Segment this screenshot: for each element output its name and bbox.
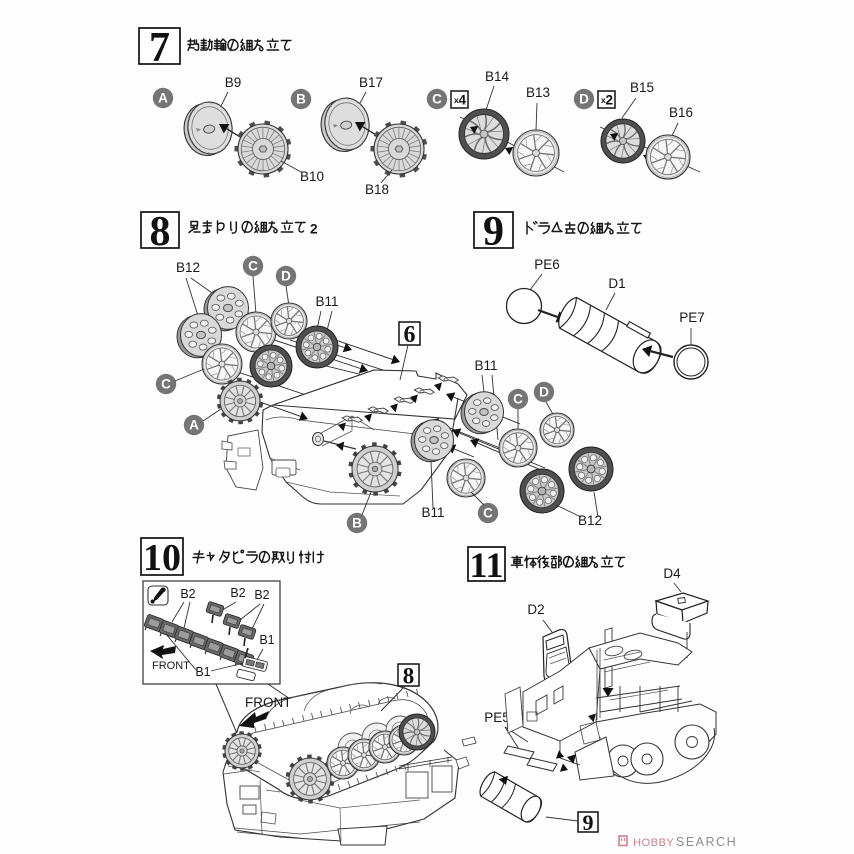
svg-text:HOBBY: HOBBY xyxy=(633,837,674,849)
svg-text:A: A xyxy=(189,418,199,433)
svg-text:B17: B17 xyxy=(359,75,383,90)
svg-text:B14: B14 xyxy=(485,69,510,84)
svg-text:B2: B2 xyxy=(180,587,195,601)
svg-text:D1: D1 xyxy=(608,276,625,291)
svg-text:FRONT: FRONT xyxy=(245,695,292,710)
svg-text:D: D xyxy=(579,92,589,107)
svg-text:B: B xyxy=(296,92,306,107)
svg-text:C: C xyxy=(432,92,442,107)
svg-text:B15: B15 xyxy=(630,80,654,95)
svg-text:B18: B18 xyxy=(365,182,389,197)
svg-text:2: 2 xyxy=(310,221,318,236)
svg-text:4: 4 xyxy=(459,93,467,108)
svg-text:D4: D4 xyxy=(663,566,681,581)
svg-text:B12: B12 xyxy=(578,513,602,528)
svg-text:B1: B1 xyxy=(259,633,274,647)
svg-text:x: x xyxy=(601,95,606,105)
svg-text:11: 11 xyxy=(469,545,503,585)
svg-text:7: 7 xyxy=(149,25,170,71)
svg-text:B11: B11 xyxy=(315,294,338,309)
svg-text:PE5: PE5 xyxy=(484,710,510,725)
svg-text:x: x xyxy=(454,95,459,105)
svg-text:B1: B1 xyxy=(195,665,210,679)
svg-text:B2: B2 xyxy=(254,588,269,602)
svg-text:B16: B16 xyxy=(669,105,693,120)
svg-text:2: 2 xyxy=(606,93,614,108)
svg-text:D: D xyxy=(281,269,291,284)
svg-text:B9: B9 xyxy=(225,75,242,90)
svg-text:C: C xyxy=(483,506,493,521)
svg-text:A: A xyxy=(158,91,168,106)
svg-text:8: 8 xyxy=(150,209,171,255)
svg-text:PE7: PE7 xyxy=(679,310,705,325)
svg-text:C: C xyxy=(161,377,171,392)
svg-text:B10: B10 xyxy=(300,169,324,184)
svg-text:D2: D2 xyxy=(527,602,544,617)
svg-text:B11: B11 xyxy=(421,505,444,520)
svg-text:SEARCH: SEARCH xyxy=(676,835,737,849)
svg-text:C: C xyxy=(513,392,523,407)
svg-text:B11: B11 xyxy=(474,358,497,373)
svg-text:9: 9 xyxy=(583,810,594,835)
svg-text:D: D xyxy=(539,385,549,400)
svg-text:B13: B13 xyxy=(526,85,550,100)
svg-text:PE6: PE6 xyxy=(534,257,560,272)
svg-text:C: C xyxy=(248,259,258,274)
svg-text:8: 8 xyxy=(403,663,415,688)
svg-text:B12: B12 xyxy=(176,260,200,275)
svg-text:B2: B2 xyxy=(230,586,245,600)
svg-text:FRONT: FRONT xyxy=(152,660,190,672)
svg-text:10: 10 xyxy=(143,537,181,579)
svg-text:6: 6 xyxy=(404,322,416,348)
svg-text:B: B xyxy=(352,516,362,531)
svg-text:9: 9 xyxy=(483,209,504,255)
